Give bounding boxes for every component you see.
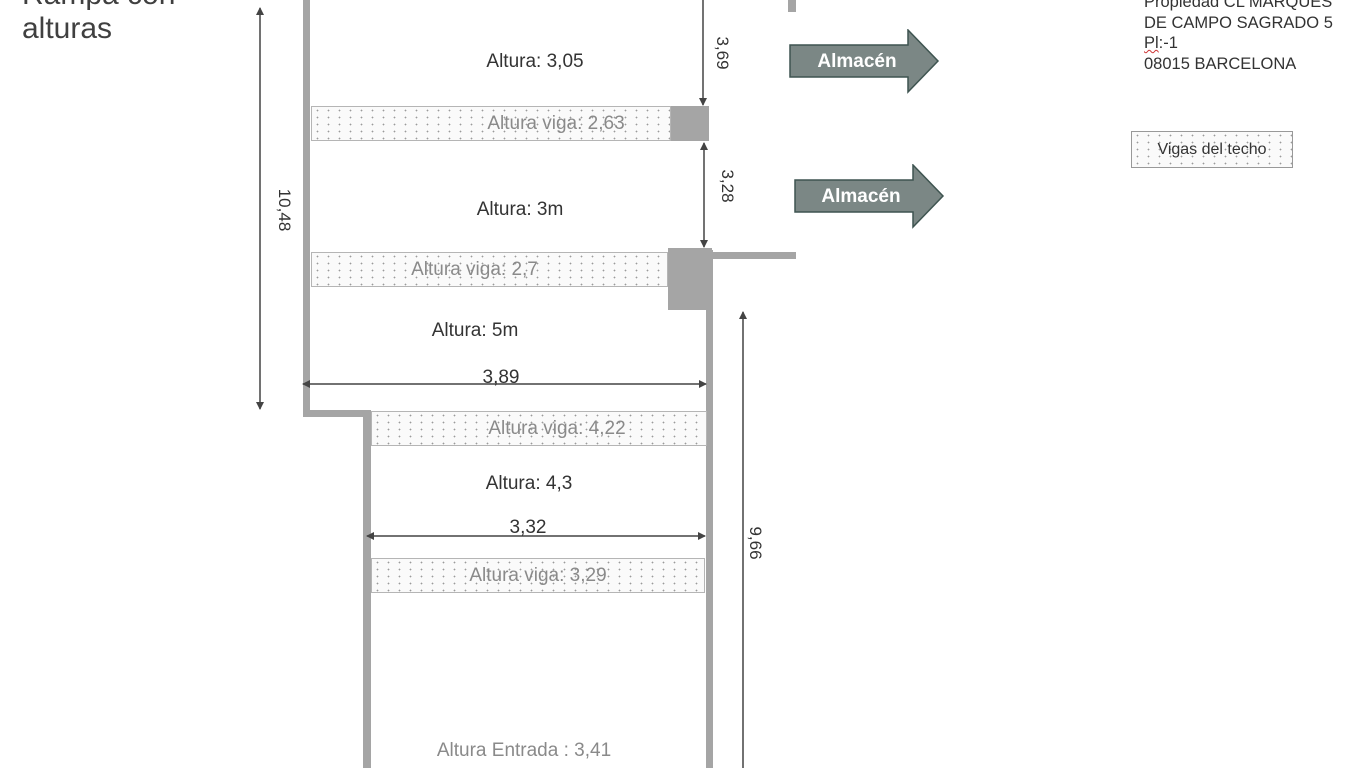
beam-3: Altura viga: 4,22 <box>371 411 707 446</box>
almacen-arrow-1 <box>789 29 940 94</box>
address-block: Propiedad CL MARQUES DE CAMPO SAGRADO 5 … <box>1144 0 1333 74</box>
pillar-lower <box>668 248 712 310</box>
legend-beams: Vigas del techo <box>1131 131 1293 168</box>
beam-label: Altura viga: 2,7 <box>411 258 538 280</box>
left-wall-upper <box>303 0 310 417</box>
address-line-2: DE CAMPO SAGRADO 5 <box>1144 13 1333 32</box>
almacen-arrow-2 <box>794 164 945 229</box>
almacen-label-2: Almacén <box>821 186 901 207</box>
address-floor: :-1 <box>1158 34 1178 52</box>
right-wall-horizontal <box>706 252 796 259</box>
right-wall <box>706 250 713 768</box>
address-pl: Pl <box>1144 34 1159 52</box>
address-line-4: 08015 BARCELONA <box>1144 54 1297 73</box>
beam-1: Altura viga: 2,63 <box>311 106 671 141</box>
height-label-2: Altura: 3m <box>476 199 564 220</box>
page-title: Rampa con alturas <box>22 0 175 46</box>
dimension-3-32: 3,32 <box>509 517 547 538</box>
beam-label: Altura viga: 3,29 <box>469 564 607 586</box>
beam-2: Altura viga: 2,7 <box>311 252 668 287</box>
almacen-label-1: Almacén <box>817 51 897 72</box>
beam-4: Altura viga: 3,29 <box>371 558 705 593</box>
dimension-3-69: 3,69 <box>713 36 732 70</box>
dimension-3-89: 3,89 <box>482 367 520 388</box>
address-line-3: Pl:-1 <box>1144 33 1333 54</box>
dimension-10-48: 10,48 <box>275 188 294 232</box>
beam-label: Altura viga: 4,22 <box>488 417 626 439</box>
pillar-upper <box>671 106 709 141</box>
height-label-3: Altura: 5m <box>431 320 519 341</box>
title-line-1: Rampa con <box>22 0 175 12</box>
address-line-1: Propiedad CL MARQUES <box>1144 0 1333 11</box>
beam-label: Altura viga: 2,63 <box>487 112 625 134</box>
wall-stub-top <box>788 0 796 12</box>
entrance-height-label: Altura Entrada : 3,41 <box>436 740 612 761</box>
left-wall-lower <box>363 410 371 768</box>
height-label-1: Altura: 3,05 <box>486 51 584 72</box>
dimension-9-66: 9,66 <box>746 526 765 560</box>
left-wall-step <box>303 410 371 417</box>
title-line-2: alturas <box>22 12 113 45</box>
height-label-4: Altura: 4,3 <box>485 473 573 494</box>
dimension-3-28: 3,28 <box>718 169 737 203</box>
legend-label: Vigas del techo <box>1157 140 1267 158</box>
